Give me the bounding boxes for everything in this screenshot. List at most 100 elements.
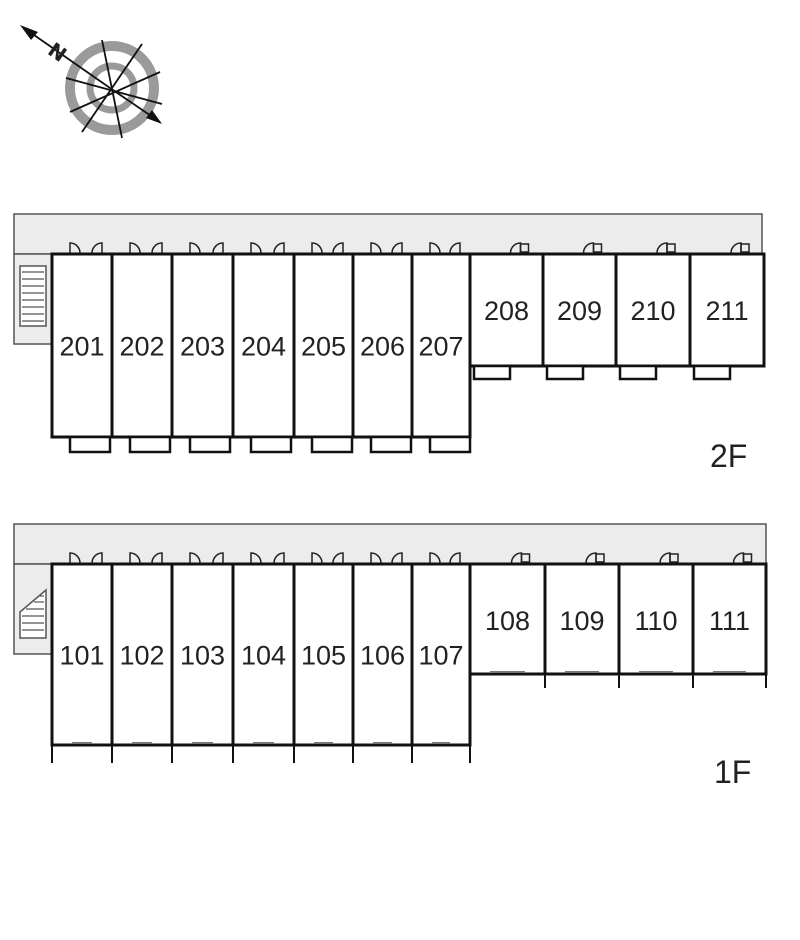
unit-number-label: 104: [241, 641, 286, 671]
unit-number-label: 208: [484, 296, 529, 326]
door-icon: [151, 552, 163, 564]
door-icon: [189, 242, 201, 254]
unit-outline: [468, 252, 545, 368]
unit-outline: [691, 562, 768, 676]
door-icon: [332, 242, 344, 254]
unit-outline: [543, 562, 621, 676]
staircase-icon: [19, 588, 47, 639]
unit-outline: [617, 562, 695, 676]
balcony: [692, 364, 732, 381]
door-icon: [250, 242, 262, 254]
door-icon: [212, 552, 224, 564]
unit-104: 104: [231, 552, 296, 763]
door-icon: [391, 242, 403, 254]
meter-box-icon: [519, 243, 530, 253]
balcony: [472, 364, 512, 381]
unit-outline: [410, 562, 472, 747]
door-icon: [91, 242, 103, 254]
balcony: [128, 435, 172, 454]
unit-outline: [351, 252, 414, 439]
unit-number-label: 103: [180, 641, 225, 671]
unit-number-label: 107: [418, 641, 463, 671]
door-icon: [273, 242, 285, 254]
door-icon: [370, 242, 382, 254]
unit-206: 206: [351, 242, 414, 454]
meter-box-icon: [669, 553, 679, 563]
unit-210: 210: [614, 242, 692, 381]
unit-number-label: 108: [485, 606, 530, 636]
unit-number-label: 106: [360, 641, 405, 671]
unit-outline: [292, 252, 355, 439]
unit-outline: [351, 562, 414, 747]
door-icon: [129, 242, 141, 254]
door-icon: [311, 242, 323, 254]
balcony: [310, 435, 354, 454]
unit-outline: [170, 562, 235, 747]
unit-number-label: 205: [301, 332, 346, 362]
unit-111: 111: [691, 552, 768, 688]
corridor-2f: [13, 213, 763, 255]
unit-204: 204: [231, 242, 296, 454]
compass-rose-icon: N: [20, 25, 163, 139]
door-icon: [189, 552, 201, 564]
unit-203: 203: [170, 242, 235, 454]
unit-number-label: 102: [119, 641, 164, 671]
door-icon: [332, 552, 344, 564]
unit-number-label: 101: [59, 641, 104, 671]
door-icon: [250, 552, 262, 564]
door-icon: [69, 242, 81, 254]
unit-number-label: 111: [709, 606, 750, 636]
meter-box-icon: [595, 553, 605, 563]
door-icon: [370, 552, 382, 564]
unit-number-label: 105: [301, 641, 346, 671]
door-icon: [273, 552, 285, 564]
floor-label-2f: 2F: [710, 438, 747, 474]
staircase-icon: [19, 265, 47, 327]
balcony: [545, 364, 585, 381]
unit-201: 201: [50, 242, 114, 454]
unit-101: 101: [50, 552, 114, 763]
unit-105: 105: [292, 552, 355, 763]
balcony: [369, 435, 413, 454]
unit-number-label: 206: [360, 332, 405, 362]
door-icon: [656, 242, 668, 254]
door-icon: [69, 552, 81, 564]
unit-211: 211: [688, 242, 766, 381]
unit-outline: [110, 562, 174, 747]
door-icon: [732, 552, 745, 564]
unit-205: 205: [292, 242, 355, 454]
meter-box-icon: [742, 553, 753, 563]
door-icon: [509, 242, 522, 254]
door-icon: [659, 552, 671, 564]
door-icon: [129, 552, 141, 564]
unit-109: 109: [543, 552, 621, 688]
balcony: [249, 435, 293, 454]
unit-202: 202: [110, 242, 174, 454]
door-icon: [91, 552, 103, 564]
unit-number-label: 210: [630, 296, 675, 326]
meter-box-icon: [666, 243, 676, 253]
compass-north-label: N: [44, 38, 71, 67]
unit-number-label: 202: [119, 332, 164, 362]
door-icon: [212, 242, 224, 254]
unit-108: 108: [468, 552, 547, 688]
unit-outline: [231, 562, 296, 747]
door-icon: [311, 552, 323, 564]
unit-number-label: 209: [557, 296, 602, 326]
unit-outline: [110, 252, 174, 439]
balcony: [618, 364, 658, 381]
corridor-1f: [13, 523, 767, 565]
meter-box-icon: [740, 243, 750, 253]
unit-209: 209: [541, 242, 618, 381]
door-icon: [730, 242, 742, 254]
unit-number-label: 109: [559, 606, 604, 636]
door-icon: [582, 242, 595, 254]
door-icon: [391, 552, 403, 564]
unit-208: 208: [468, 242, 545, 381]
unit-outline: [614, 252, 692, 368]
door-icon: [510, 552, 523, 564]
unit-110: 110: [617, 552, 695, 688]
